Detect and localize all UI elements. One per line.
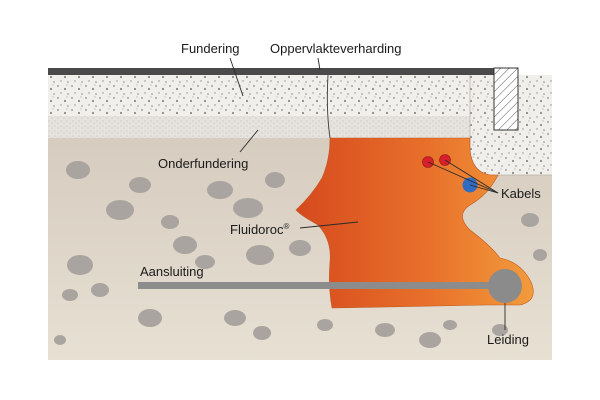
leader-oppervlakteverharding bbox=[317, 57, 321, 71]
leader-kabels-3 bbox=[469, 184, 499, 194]
label-fluidoroc-text: Fluidoroc bbox=[230, 222, 284, 237]
label-fundering: Fundering bbox=[181, 41, 240, 56]
label-fluidoroc: Fluidoroc® bbox=[230, 222, 289, 237]
leader-kabels-2 bbox=[444, 159, 499, 194]
label-onderfundering: Onderfundering bbox=[158, 156, 248, 171]
main-pipe bbox=[488, 269, 522, 303]
surface-layer bbox=[48, 68, 500, 75]
label-oppervlakteverharding: Oppervlakteverharding bbox=[270, 41, 402, 56]
leader-fluidoroc bbox=[299, 221, 359, 229]
foundation-layer bbox=[48, 75, 552, 117]
leader-onderfundering bbox=[239, 129, 259, 153]
label-kabels: Kabels bbox=[501, 186, 541, 201]
subbase-band bbox=[48, 116, 552, 138]
label-aansluiting: Aansluiting bbox=[140, 264, 204, 279]
label-fluidoroc-mark: ® bbox=[283, 222, 289, 231]
leader-kabels-1 bbox=[427, 161, 499, 194]
connection-pipe bbox=[138, 282, 500, 289]
soil-stones bbox=[54, 161, 547, 348]
curb bbox=[493, 67, 519, 131]
trench-wall-line bbox=[326, 74, 331, 139]
leader-fundering bbox=[229, 57, 244, 97]
label-leiding: Leiding bbox=[487, 332, 529, 347]
